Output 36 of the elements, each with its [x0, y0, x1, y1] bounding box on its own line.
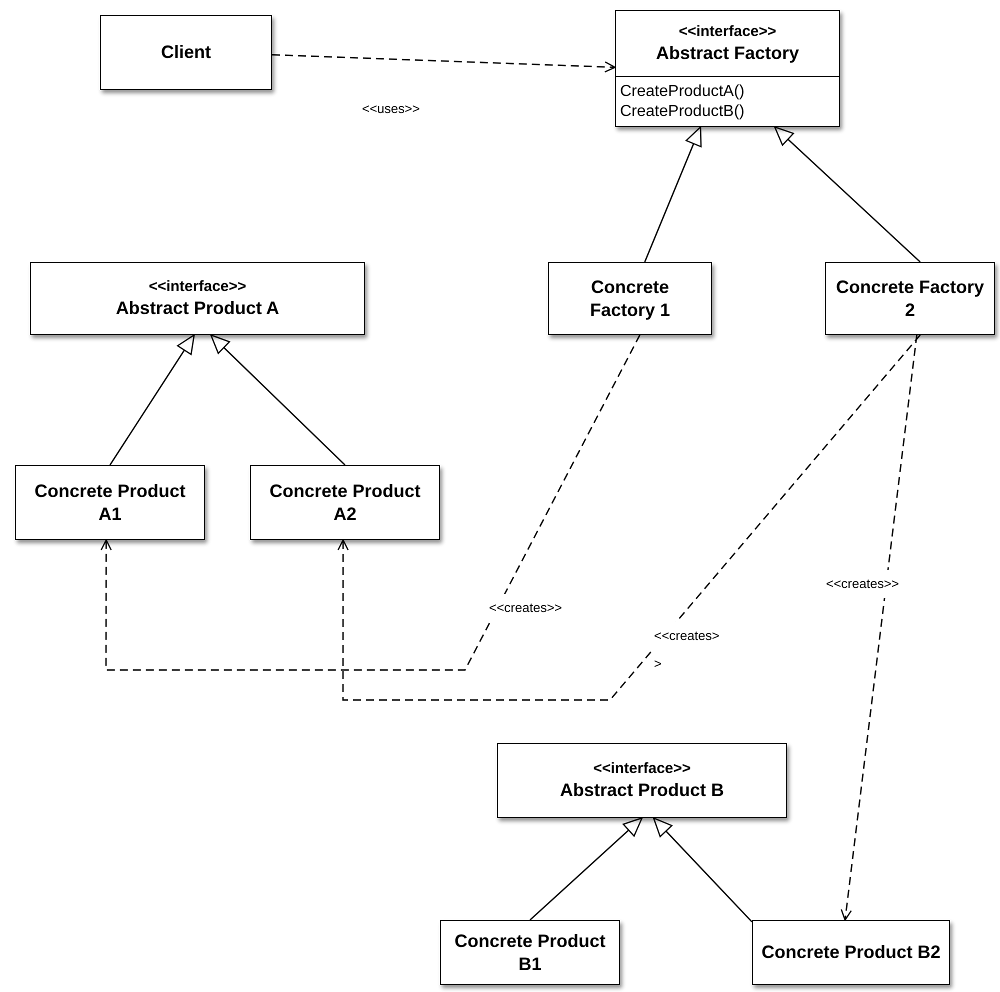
class-name: Abstract Factory: [656, 42, 800, 64]
class-box: [497, 743, 787, 818]
stereotype-label: <<interface>>: [678, 22, 776, 42]
operations-compartment: [616, 76, 839, 126]
class-name: Concrete Product A2: [268, 480, 422, 525]
class-box: [752, 920, 950, 985]
class-box: [15, 465, 205, 540]
inheritance-arrow: [652, 817, 752, 922]
inheritance-arrow: [644, 126, 702, 262]
class-box: [250, 465, 440, 540]
class-box: [440, 920, 620, 985]
class-name: Abstract Product A: [116, 296, 280, 320]
class-box: [548, 262, 712, 335]
class-box: [30, 262, 365, 335]
inheritance-arrow: [774, 126, 921, 263]
dependency-arrow: [100, 334, 640, 671]
class-name: Client: [160, 41, 211, 64]
class-box: [100, 15, 272, 90]
class-name: Concrete Factory 1: [588, 276, 672, 321]
class-name: Concrete Product B2: [761, 941, 941, 964]
operation-text: CreateProductA(): [620, 82, 744, 102]
class-box: [615, 10, 840, 127]
class-box: [825, 262, 995, 335]
dependency-arrow: [337, 334, 921, 701]
stereotype-label: <<interface>>: [148, 278, 246, 297]
inheritance-arrow: [210, 334, 346, 466]
inheritance-arrow: [109, 334, 195, 466]
operation-text: CreateProductB(): [620, 102, 744, 122]
class-name: Abstract Product B: [560, 778, 724, 802]
class-name: Concrete Factory 2: [834, 276, 986, 321]
inheritance-arrow: [530, 817, 643, 921]
stereotype-label: <<interface>>: [593, 760, 691, 779]
class-name: Concrete Product B1: [453, 930, 607, 975]
dependency-arrow: [272, 54, 616, 73]
dependency-arrow: [840, 334, 918, 921]
class-name: Concrete Product A1: [33, 480, 187, 525]
